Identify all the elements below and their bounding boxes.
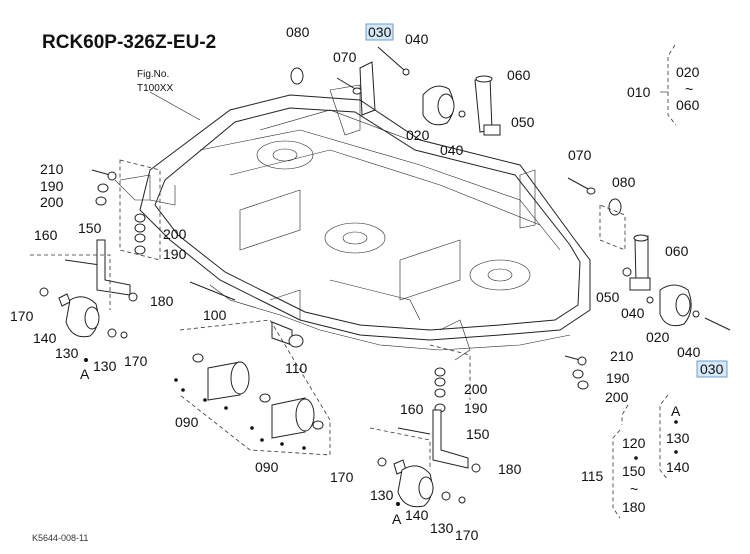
callout-020[interactable]: 020 [406,127,430,143]
callout-180[interactable]: 180 [150,293,174,309]
callout-200[interactable]: 200 [464,381,488,397]
callout-190[interactable]: 190 [40,178,64,194]
callout-180[interactable]: 180 [498,461,522,477]
range-end-060: 060 [676,97,700,113]
callout-130[interactable]: 130 [430,520,454,536]
callout-050[interactable]: 050 [511,114,535,130]
callout-190[interactable]: 190 [163,246,187,262]
rear-wheel-assembly [290,46,501,136]
callout-200[interactable]: 200 [163,226,187,242]
callout-090[interactable]: 090 [175,414,199,430]
group-bracket-010 [667,44,677,126]
range-tilde: ~ [630,481,638,497]
callout-150[interactable]: 150 [78,220,102,236]
ref-A: A [671,403,681,419]
callout-050[interactable]: 050 [596,289,620,305]
callout-170[interactable]: 170 [10,308,34,324]
callout-030-highlighted[interactable]: 030 [368,24,392,40]
range-start-020: 020 [676,64,700,80]
range-120: 120 [622,435,646,451]
callout-040[interactable]: 040 [440,142,464,158]
note-130: 130 [666,430,690,446]
callout-040[interactable]: 040 [405,31,429,47]
bolt-100 [189,281,236,301]
fig-number: T100XX [137,83,173,94]
callout-080[interactable]: 080 [286,24,310,40]
callout-210[interactable]: 210 [40,161,64,177]
mower-deck [114,84,591,361]
fig-label: Fig.No. [137,69,169,80]
highlight-030-right [696,360,728,378]
callout-060[interactable]: 060 [507,67,531,83]
callout-190[interactable]: 190 [464,400,488,416]
callout-020[interactable]: 020 [646,329,670,345]
note-140: 140 [666,459,690,475]
highlight-030-top [365,23,394,41]
right-wheel-assembly [567,177,731,331]
center-caster-assembly [369,344,589,508]
bushing-110 [288,334,304,348]
callout-140[interactable]: 140 [33,330,57,346]
callout-030-highlighted[interactable]: 030 [700,361,724,377]
callout-200[interactable]: 200 [605,389,629,405]
ref-A: A [80,366,90,382]
callout-130[interactable]: 130 [370,487,394,503]
fig-leader [149,91,201,121]
callout-190[interactable]: 190 [606,370,630,386]
callout-150[interactable]: 150 [466,426,490,442]
callout-130[interactable]: 130 [93,358,117,374]
callout-160[interactable]: 160 [34,227,58,243]
callout-170[interactable]: 170 [124,353,148,369]
callout-160[interactable]: 160 [400,401,424,417]
footer-code: K5644-008-11 [32,533,88,543]
callout-010[interactable]: 010 [627,84,651,100]
callout-070[interactable]: 070 [333,49,357,65]
callout-130[interactable]: 130 [55,345,79,361]
left-caster-assembly [30,159,161,362]
callout-170[interactable]: 170 [455,527,479,543]
diagram-title: RCK60P-326Z-EU-2 [42,32,216,53]
callout-060[interactable]: 060 [665,243,689,259]
callout-080[interactable]: 080 [612,174,636,190]
range-tilde: ~ [685,81,693,97]
callout-090[interactable]: 090 [255,459,279,475]
callout-210[interactable]: 210 [610,348,634,364]
ref-A: A [392,511,402,527]
range-150: 150 [622,463,646,479]
callout-040[interactable]: 040 [677,344,701,360]
range-180: 180 [622,499,646,515]
callout-100[interactable]: 100 [203,307,227,323]
callout-070[interactable]: 070 [568,147,592,163]
callout-110[interactable]: 110 [285,360,308,376]
callout-170[interactable]: 170 [330,469,354,485]
callout-040[interactable]: 040 [621,305,645,321]
rollers-090 [174,319,331,456]
callout-200[interactable]: 200 [40,194,64,210]
callout-140[interactable]: 140 [405,507,429,523]
callout-115[interactable]: 115 [581,468,604,484]
